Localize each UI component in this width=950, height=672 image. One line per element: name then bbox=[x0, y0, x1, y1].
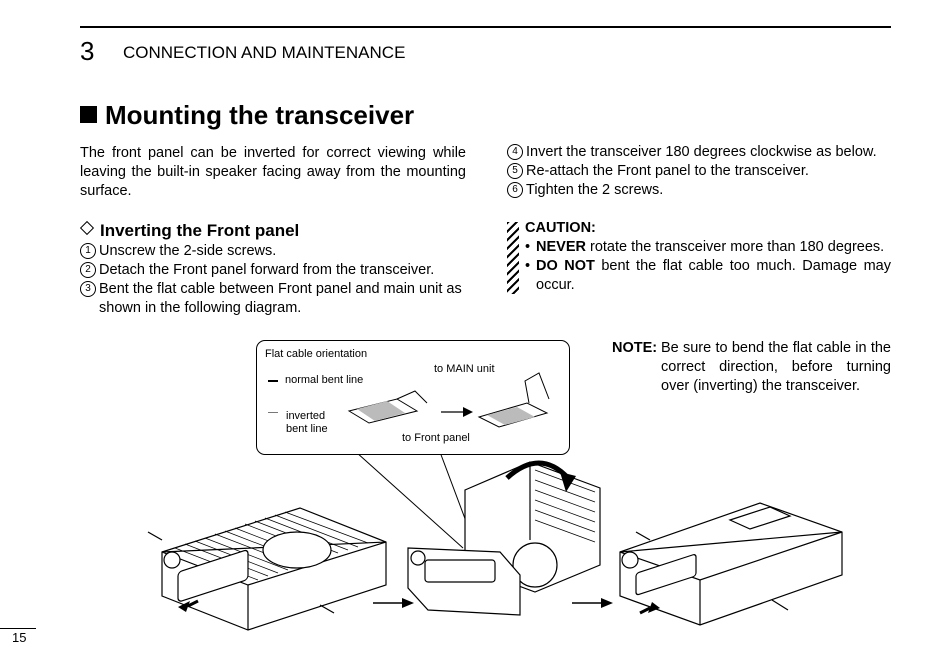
legend-inverted-2: bent line bbox=[286, 423, 328, 435]
note-text: Be sure to bend the flat cable in the co… bbox=[661, 340, 891, 394]
page-number: 15 bbox=[12, 630, 27, 645]
header-rule bbox=[80, 26, 891, 28]
subsection-title: Inverting the Front panel bbox=[100, 221, 300, 240]
caution-strong: DO NOT bbox=[536, 258, 595, 274]
step-text: Re-attach the Front panel to the transce… bbox=[526, 163, 809, 179]
step-text: Detach the Front panel forward from the … bbox=[99, 262, 435, 278]
step-number: 4 bbox=[507, 144, 523, 160]
section-title-row: Mounting the transceiver bbox=[80, 100, 414, 131]
label-to-front-panel: to Front panel bbox=[402, 432, 470, 444]
arrow-out-icon bbox=[178, 601, 190, 612]
callout-pointer-line bbox=[355, 451, 464, 549]
page-number-rule bbox=[0, 628, 36, 629]
step-text: Invert the transceiver 180 degrees clock… bbox=[526, 144, 877, 160]
legend-normal: normal bent line bbox=[285, 374, 364, 386]
chapter-number: 3 bbox=[80, 36, 95, 66]
caution-strong: NEVER bbox=[536, 239, 586, 255]
intro-paragraph: The front panel can be inverted for corr… bbox=[80, 145, 466, 199]
subsection-heading: Inverting the Front panel bbox=[79, 220, 300, 241]
right-arrow-icon bbox=[572, 598, 613, 608]
step-number: 3 bbox=[80, 281, 96, 297]
caution-hatch-bar bbox=[507, 222, 519, 294]
caution-box: CAUTION: NEVER rotate the transceiver mo… bbox=[525, 219, 891, 295]
note-block: NOTE: Be sure to bend the flat cable in … bbox=[612, 339, 891, 396]
transceiver-unit-2 bbox=[407, 461, 601, 616]
caution-item-1: NEVER rotate the transceiver more than 1… bbox=[525, 238, 891, 257]
step-number: 2 bbox=[80, 262, 96, 278]
flat-cable-drawing bbox=[347, 372, 550, 428]
caution-text: rotate the transceiver more than 180 deg… bbox=[585, 239, 885, 255]
note-label: NOTE: bbox=[612, 340, 658, 356]
caution-text: bent the flat cable too much. Damage may… bbox=[536, 258, 891, 293]
caution-title: CAUTION: bbox=[525, 220, 596, 236]
callout-title: Flat cable orientation bbox=[265, 348, 368, 360]
chapter-title: CONNECTION AND MAINTENANCE bbox=[123, 43, 406, 62]
normal-line-sample bbox=[268, 380, 278, 382]
step-text: Bent the flat cable between Front panel … bbox=[99, 281, 462, 316]
transceiver-unit-1 bbox=[147, 507, 387, 631]
caution-item-2: DO NOT bent the flat cable too much. Dam… bbox=[525, 257, 891, 295]
step-number: 5 bbox=[507, 163, 523, 179]
legend-inverted-1: inverted bbox=[286, 410, 326, 422]
step-number: 6 bbox=[507, 182, 523, 198]
arrow-in-icon bbox=[648, 602, 660, 613]
black-square-icon bbox=[80, 106, 97, 123]
label-to-main-unit: to MAIN unit bbox=[434, 363, 495, 375]
right-arrow-icon bbox=[373, 598, 414, 608]
step-text: Tighten the 2 screws. bbox=[526, 182, 664, 198]
step-text: Unscrew the 2-side screws. bbox=[99, 243, 277, 259]
step-number: 1 bbox=[80, 243, 96, 259]
inverted-line-sample bbox=[268, 412, 278, 413]
transceiver-unit-3 bbox=[619, 502, 843, 626]
flat-cable-callout: Flat cable orientation normal bent line … bbox=[256, 340, 570, 455]
section-title: Mounting the transceiver bbox=[105, 100, 415, 130]
